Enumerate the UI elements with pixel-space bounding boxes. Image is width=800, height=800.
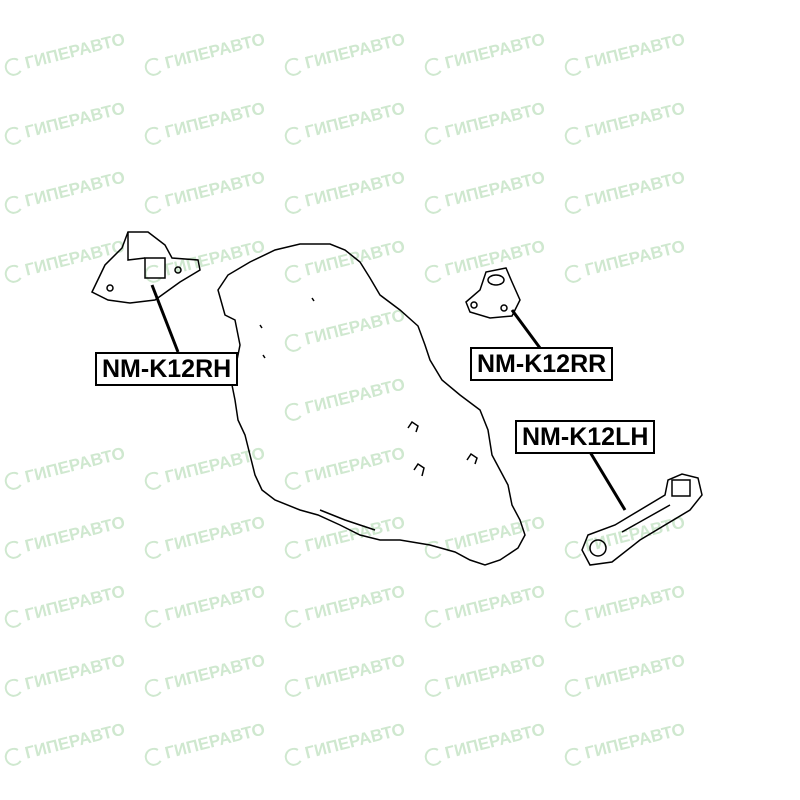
mount-rr-drawing: [465, 267, 521, 319]
engine-outline: [217, 243, 526, 566]
leader-line-rh: [150, 284, 180, 353]
leader-line-lh: [588, 451, 627, 511]
part-label-nm-k12rr: NM-K12RR: [470, 347, 614, 381]
part-label-nm-k12rh: NM-K12RH: [95, 352, 239, 386]
leader-line-rr: [510, 309, 542, 349]
part-label-nm-k12lh: NM-K12LH: [515, 420, 656, 454]
mount-lh-drawing: [581, 473, 703, 566]
mount-rh-drawing: [91, 231, 201, 304]
